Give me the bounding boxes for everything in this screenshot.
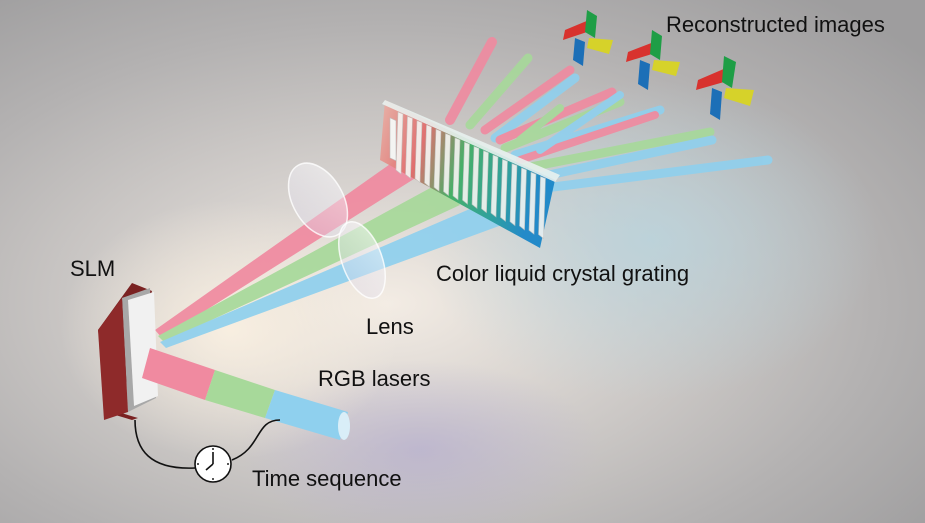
diffracted-blue-beam: [490, 73, 580, 143]
time-sequence-link: [134, 419, 281, 469]
cable-to-slm: [134, 419, 196, 469]
grating-ridge: [471, 145, 480, 210]
diffracted-blue-beam: [530, 135, 717, 183]
rgb-laser-source: [142, 348, 350, 440]
grating-ridge: [433, 128, 442, 192]
pinwheel-red-vane: [563, 20, 589, 40]
laser-green-segment: [205, 370, 275, 418]
grating-ridge: [490, 154, 499, 218]
label-reconstructed-images: Reconstructed images: [666, 12, 885, 37]
pinwheel-green-vane: [722, 56, 736, 88]
laser-beams: [155, 150, 510, 348]
diffracted-red-beam: [480, 65, 575, 135]
grating-ridge: [481, 150, 489, 214]
pinwheel-yellow-vane: [652, 60, 680, 76]
grating-ridge: [528, 171, 537, 235]
grating-ridges: [395, 111, 546, 240]
laser-end-cap: [338, 412, 350, 440]
grating-ridge: [519, 167, 527, 231]
pinwheel-blue-vane: [710, 88, 722, 120]
reconstructed-image-icon: [696, 56, 754, 120]
grating-top-edge: [382, 100, 560, 182]
diffracted-beams: [445, 37, 773, 193]
pinwheel-yellow-vane: [724, 88, 754, 106]
grating-ridge: [500, 158, 508, 222]
diffracted-green-beam: [520, 127, 715, 173]
blue-beam: [160, 196, 510, 348]
pinwheel-yellow-vane: [587, 38, 613, 54]
cable-to-laser: [231, 419, 281, 461]
diffracted-blue-beam: [540, 155, 773, 193]
reconstructed-image-icon: [563, 10, 613, 66]
pinwheel-blue-vane: [638, 60, 650, 90]
slm-device: [98, 283, 158, 420]
label-grating: Color liquid crystal grating: [436, 261, 689, 286]
clock-icon: [194, 445, 232, 483]
green-beam: [158, 180, 460, 342]
laser-blue-segment: [265, 390, 348, 440]
red-beam: [155, 150, 425, 338]
grating-ridge: [424, 124, 432, 188]
pinwheel-red-vane: [696, 68, 726, 90]
pinwheel-green-vane: [650, 30, 662, 60]
grating-teeth: [389, 117, 397, 162]
grating-ridge: [462, 141, 470, 205]
grating-ridge: [538, 176, 546, 240]
label-lens: Lens: [366, 314, 414, 339]
grating-ridge: [452, 137, 461, 201]
diffracted-blue-beam: [536, 91, 624, 154]
color-liquid-crystal-grating: [380, 100, 560, 248]
grating-ridge: [405, 115, 413, 179]
diffracted-green-beam: [465, 53, 533, 130]
lens-left-element: [287, 162, 349, 238]
slm-front: [98, 298, 128, 420]
reconstructed-image-icon: [626, 30, 680, 90]
pinwheel-red-vane: [626, 42, 654, 62]
lens-right-element: [338, 221, 386, 299]
label-time-sequence: Time sequence: [252, 466, 402, 491]
grating-ridge: [414, 120, 423, 184]
lens: [287, 162, 386, 299]
grating-ridge: [395, 111, 404, 175]
laser-red-segment: [142, 348, 215, 400]
pinwheel-green-vane: [585, 10, 597, 38]
diffracted-green-beam: [516, 104, 564, 144]
grating-ridge: [443, 133, 451, 197]
grating-ridge: [509, 163, 518, 227]
diffracted-red-beam: [445, 37, 497, 125]
pinwheel-blue-vane: [573, 38, 585, 66]
label-slm: SLM: [70, 256, 115, 281]
label-rgb-lasers: RGB lasers: [318, 366, 430, 391]
